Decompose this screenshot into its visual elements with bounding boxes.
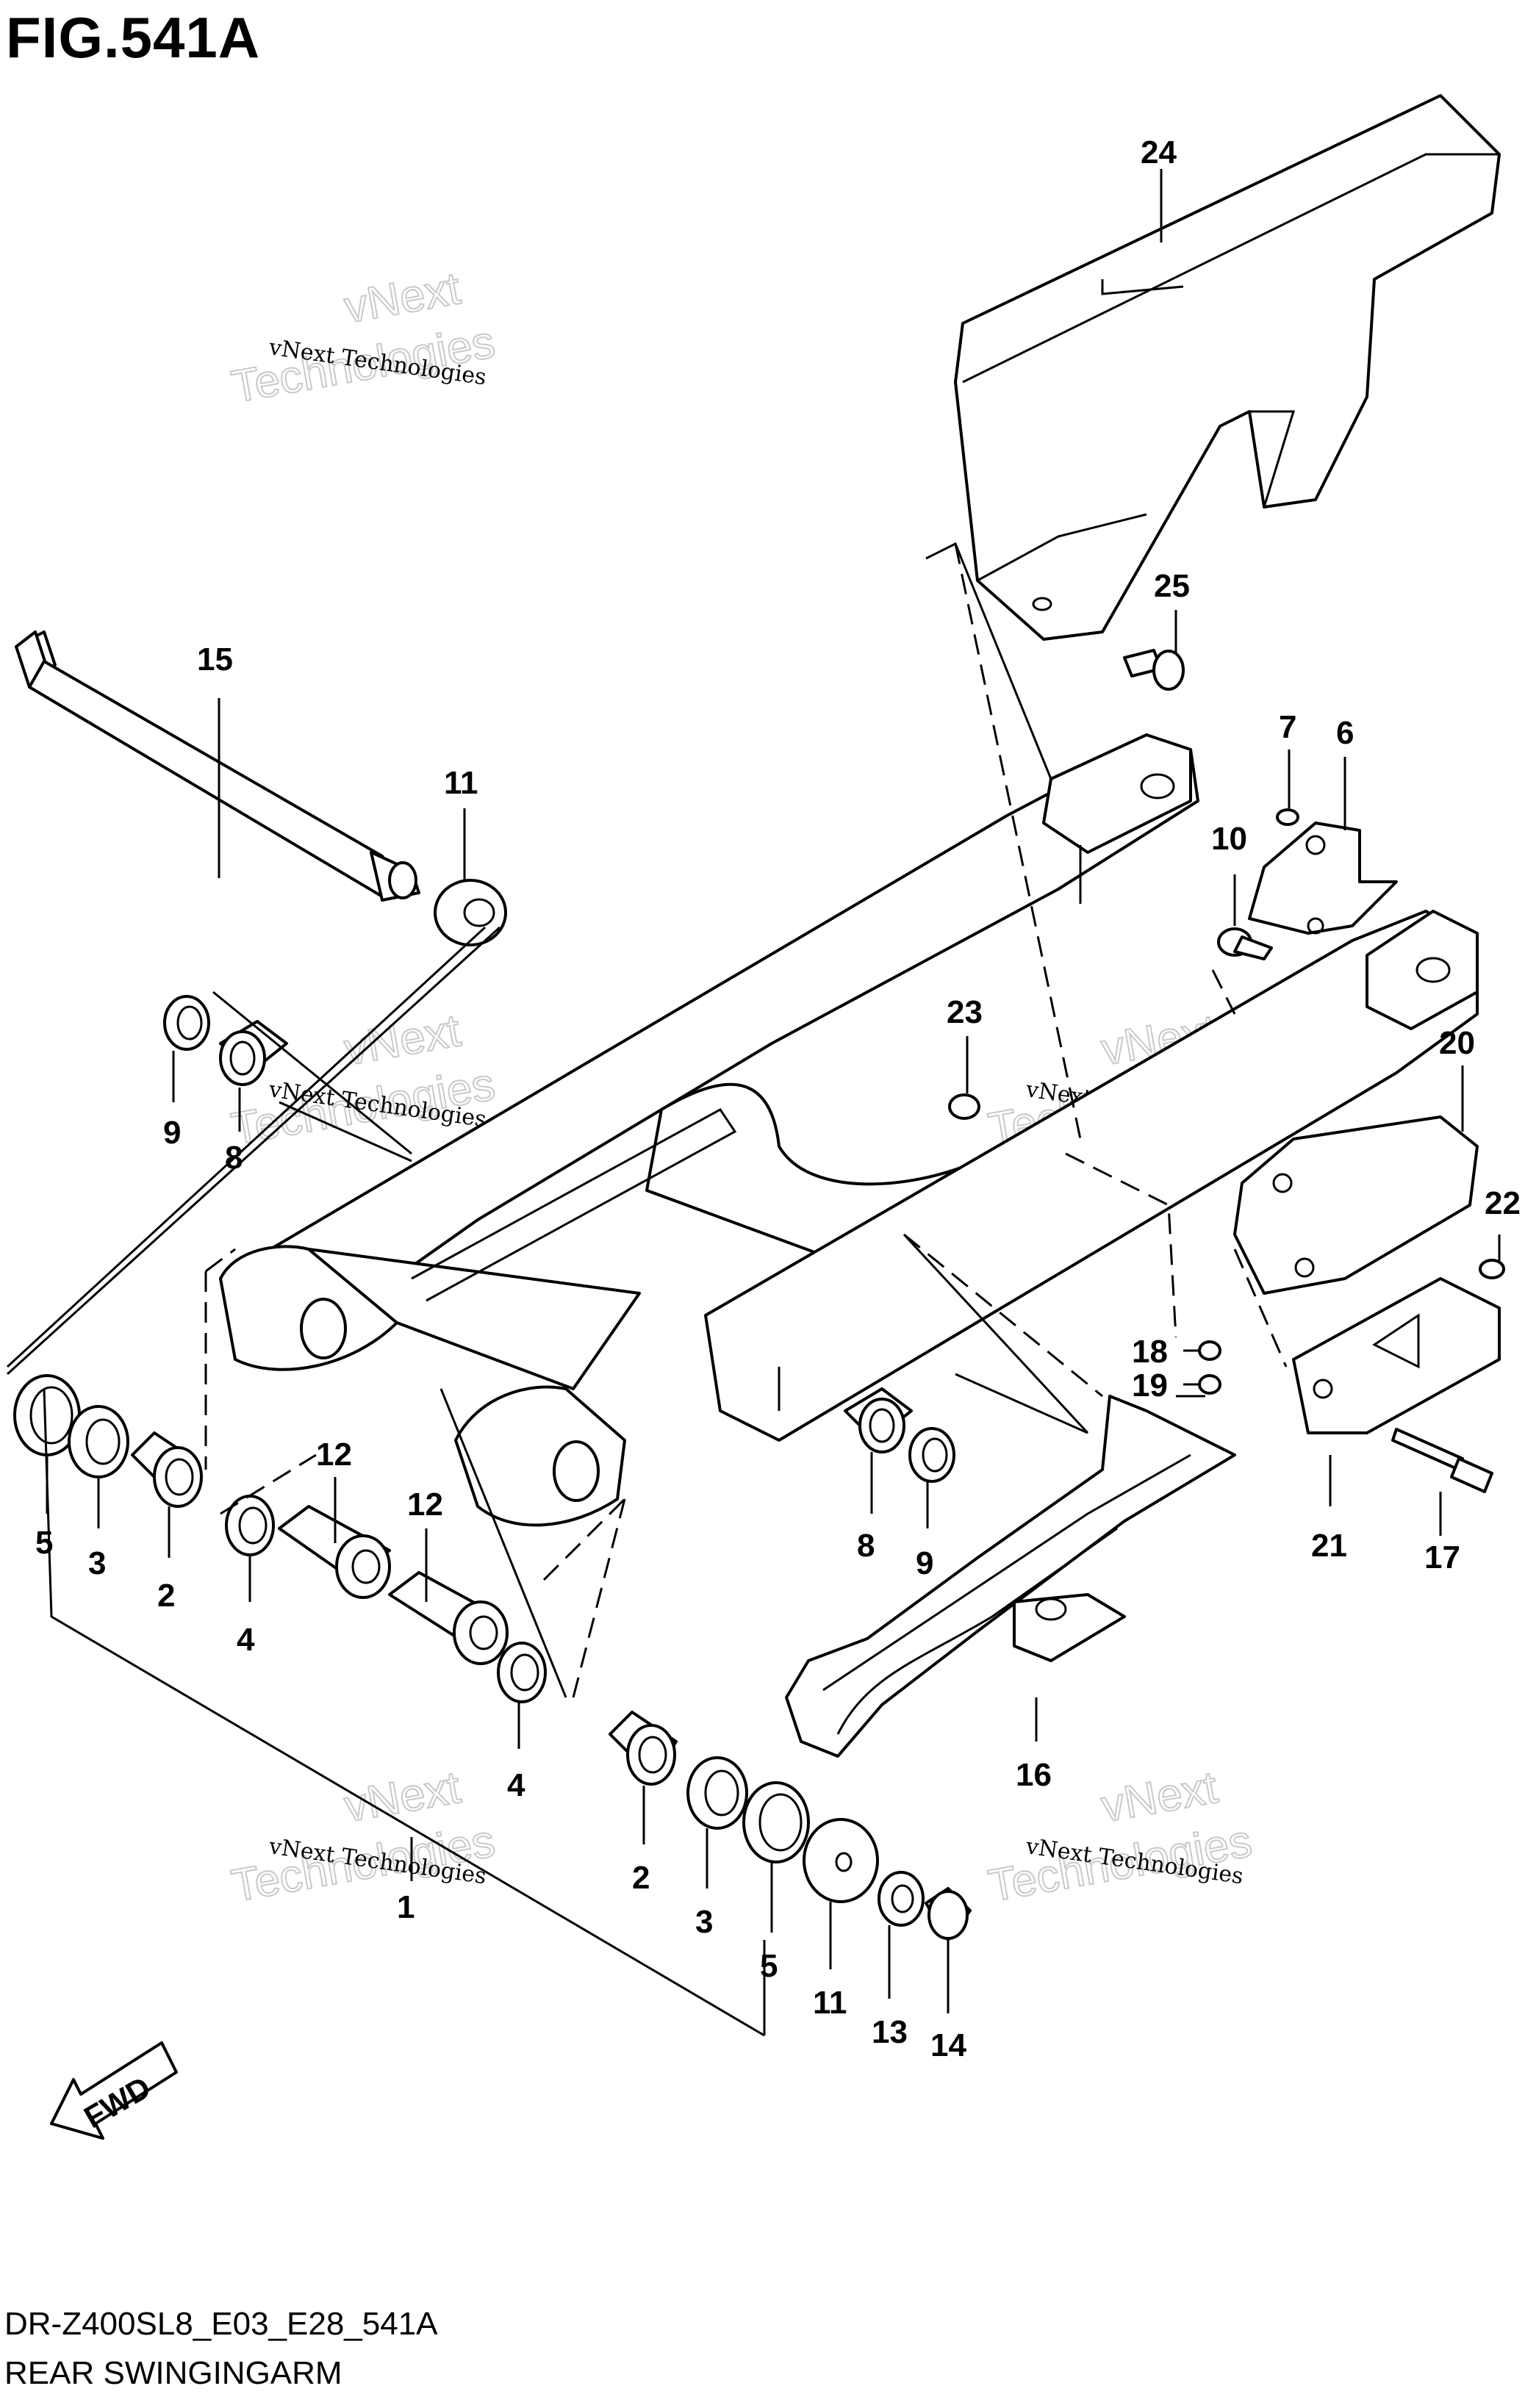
washer-part-18 <box>1198 1374 1221 1395</box>
bolt-part-21 <box>1391 1428 1493 1493</box>
callout-21: 17 <box>1424 1539 1460 1575</box>
bolt-part-22 <box>1479 1259 1505 1279</box>
callout-11-lower: 11 <box>813 1985 847 2021</box>
bearing-part-8-upper <box>219 1020 288 1086</box>
callout-25: 25 <box>1154 568 1190 604</box>
nut-part-15 <box>925 1887 972 1941</box>
watermark-large-1: vNext <box>340 263 464 333</box>
callout-5-left: 5 <box>35 1525 53 1561</box>
callout-15: 14 <box>930 2027 966 2063</box>
callout-5-right: 5 <box>760 1948 778 1984</box>
bolt-part-10 <box>1217 927 1273 960</box>
callout-13: 15 <box>197 641 233 678</box>
callout-7: 7 <box>1279 709 1296 745</box>
callout-16: 16 <box>1016 1757 1052 1793</box>
washer-part-11-upper <box>434 879 507 946</box>
callout-22: 22 <box>1485 1185 1521 1221</box>
callout-4-left: 4 <box>237 1622 255 1658</box>
callout-9-lower: 9 <box>916 1545 933 1581</box>
callout-2-left: 2 <box>157 1578 175 1614</box>
callout-24: 24 <box>1141 134 1177 170</box>
callout-3-left: 3 <box>88 1545 106 1581</box>
chain-guide-part-20 <box>1292 1277 1501 1434</box>
callout-8-upper: 8 <box>225 1140 243 1176</box>
bracket-part-6 <box>1248 822 1398 935</box>
seal-part-9-lower <box>908 1427 955 1483</box>
chain-case-part-24 <box>954 94 1501 641</box>
washer-part-11-lower <box>803 1818 879 1903</box>
callout-12-right: 12 <box>407 1487 443 1523</box>
screw-part-17 <box>1198 1340 1221 1361</box>
callout-11-upper: 11 <box>444 765 478 801</box>
callout-3-right: 3 <box>695 1904 713 1940</box>
callout-17: 18 <box>1132 1334 1168 1370</box>
callout-20: 21 <box>1311 1528 1347 1564</box>
callout-1: 1 <box>397 1889 415 1925</box>
callout-18: 19 <box>1132 1367 1168 1404</box>
bearing-part-2-right <box>609 1711 678 1786</box>
callout-9-upper: 9 <box>163 1115 181 1151</box>
callout-19: 20 <box>1439 1025 1475 1061</box>
figure-name: REAR SWINGINGARM <box>4 2355 342 2391</box>
seal-part-5-right <box>742 1781 810 1863</box>
screw-part-7 <box>1276 808 1299 826</box>
figure-title: FIG.541A <box>6 5 261 70</box>
callout-23: 23 <box>947 994 983 1030</box>
washer-part-3-left <box>68 1405 129 1478</box>
washer-part-3-right <box>686 1756 748 1830</box>
callout-6: 6 <box>1336 715 1354 751</box>
watermark-large-1: vNext <box>1097 1762 1221 1832</box>
callout-12-left: 12 <box>316 1437 352 1473</box>
figure-code: DR-Z400SL8_E03_E28_541A <box>4 2306 438 2342</box>
seal-part-9-upper <box>163 995 210 1051</box>
callout-4-right: 4 <box>507 1767 525 1803</box>
forward-arrow-icon: FWD <box>50 2041 178 2140</box>
callout-leaders <box>46 169 1501 2013</box>
bolt-part-25 <box>1123 649 1185 691</box>
seal-part-4-right <box>497 1642 547 1703</box>
callout-8-lower: 8 <box>857 1528 875 1564</box>
chain-guide-part-19 <box>1233 1115 1479 1295</box>
washer-part-14 <box>878 1871 925 1927</box>
callout-2-right: 2 <box>632 1860 650 1896</box>
pivot-shaft-part-13 <box>15 630 420 902</box>
bearing-part-8-lower <box>844 1387 913 1453</box>
callout-10: 10 <box>1211 821 1247 857</box>
nut-part-23 <box>948 1093 980 1120</box>
swingarm-part-1 <box>219 733 1479 1527</box>
callout-labels: 24 25 15 11 7 6 10 23 20 22 18 19 21 17 … <box>35 134 1521 2063</box>
callout-14: 13 <box>872 2014 908 2050</box>
bearing-part-2-left <box>131 1431 203 1508</box>
chain-buffer-part-16 <box>785 1395 1236 1758</box>
collar-part-12-right <box>388 1571 509 1665</box>
